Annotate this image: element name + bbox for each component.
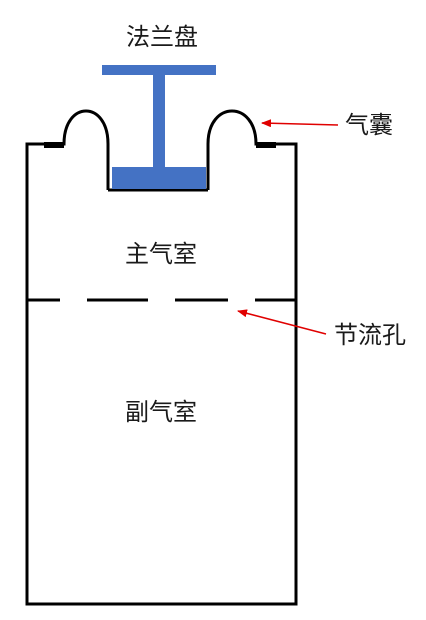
orifice-label: 节流孔: [334, 321, 406, 349]
flange-piston: [112, 167, 206, 189]
main-chamber-label: 主气室: [125, 240, 197, 268]
airbag-clamp-left: [44, 142, 64, 148]
airbag-arrow: [261, 119, 339, 128]
airbag-label: 气囊: [345, 111, 393, 139]
orifice-arrow: [237, 309, 327, 335]
airbag-left: [46, 109, 110, 190]
aux-chamber-label: 副气室: [125, 398, 197, 426]
flange-top-plate: [102, 65, 216, 75]
flange-label: 法兰盘: [126, 23, 198, 51]
airbag-right: [206, 109, 274, 190]
airbag-clamp-right: [256, 142, 276, 148]
flange-stem: [153, 75, 165, 167]
chamber-outline: [25, 142, 298, 606]
